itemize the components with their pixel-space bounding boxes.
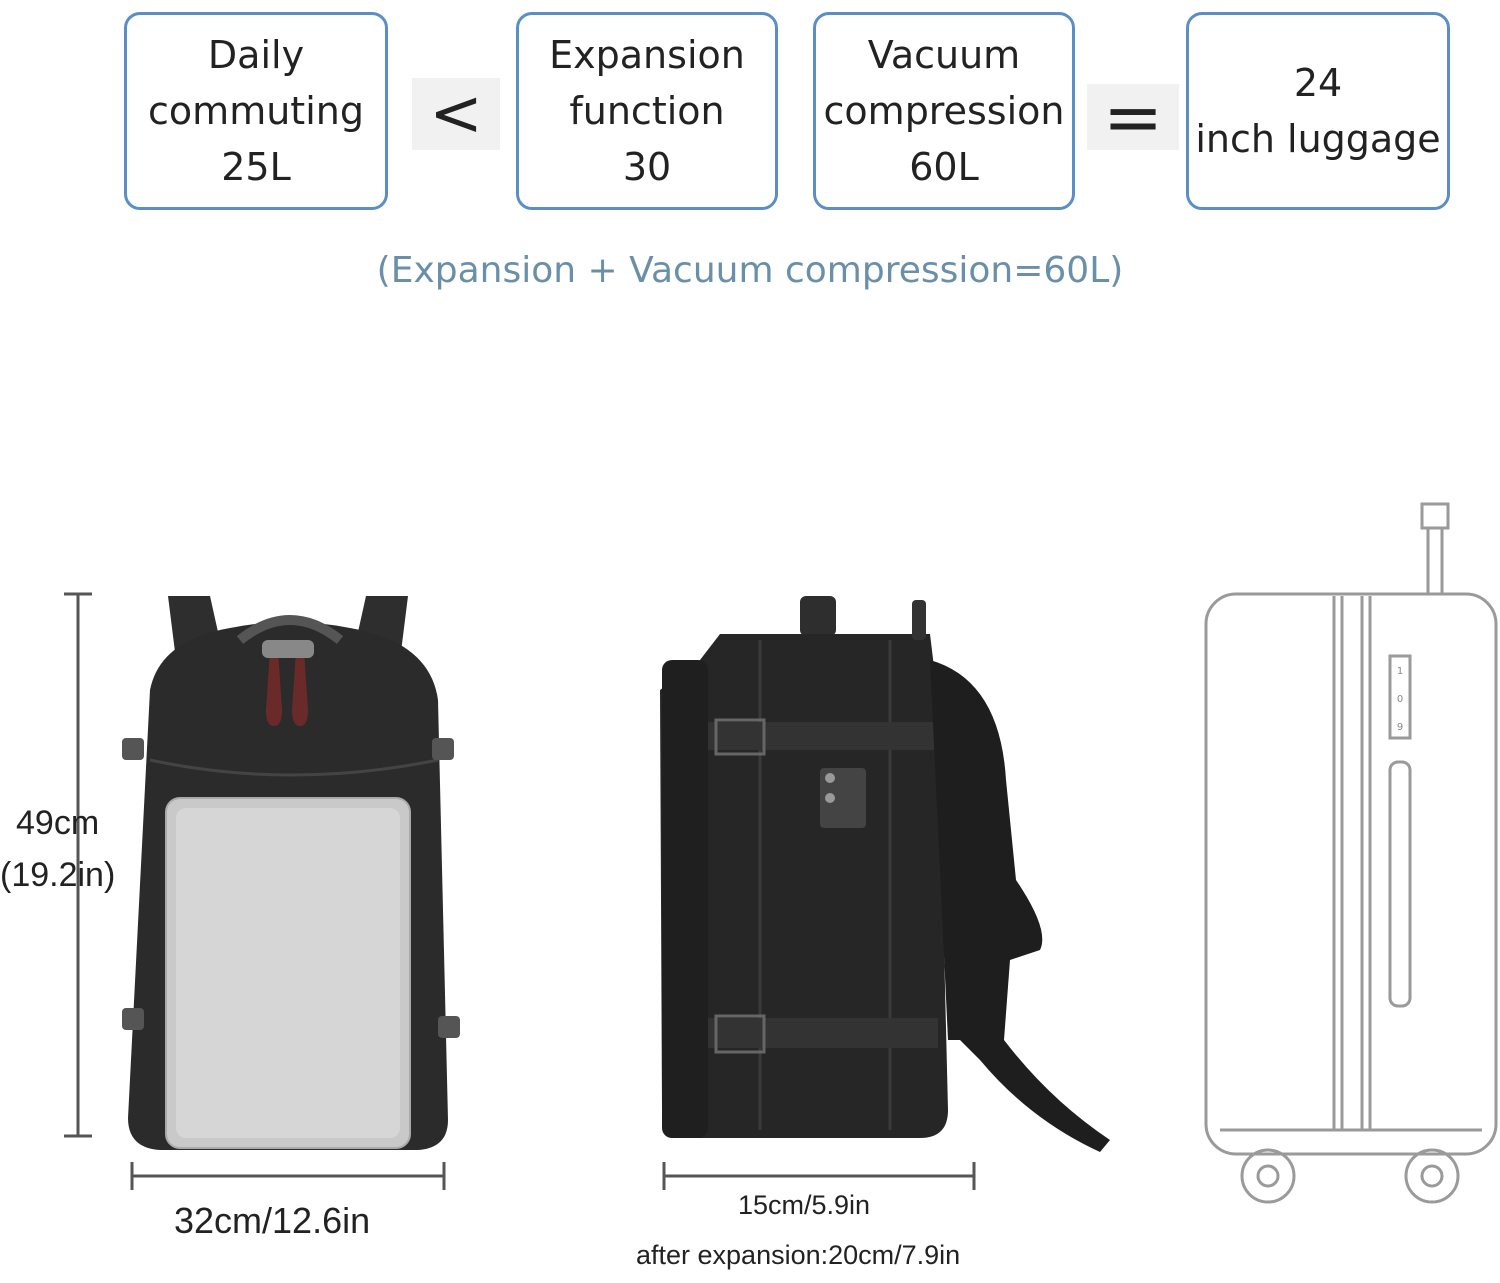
- suitcase-outline: [1204, 502, 1498, 1204]
- expansion-line1: Expansion: [549, 33, 745, 77]
- daily-line3: 25L: [221, 145, 291, 189]
- daily-commuting-box: Daily commuting 25L: [124, 12, 388, 210]
- vacuum-line2: compression: [823, 89, 1065, 133]
- lock-digits: 1 0 9: [1397, 666, 1403, 733]
- backpack-side-view: [660, 596, 1110, 1152]
- luggage-line2: inch luggage: [1195, 117, 1441, 161]
- width-label: 32cm/12.6in: [174, 1200, 371, 1241]
- height-cm-label: 49cm: [16, 804, 100, 842]
- lock-digit-1: 1: [1397, 666, 1403, 677]
- daily-line1: Daily: [207, 33, 305, 77]
- daily-line2: commuting: [148, 89, 364, 133]
- laptop-sleeve: [165, 797, 411, 1149]
- height-dimension-line: [64, 592, 92, 1138]
- height-in-label: (19.2in): [0, 856, 116, 894]
- expansion-line3: 30: [622, 145, 672, 189]
- lock-digit-2: 0: [1397, 694, 1403, 705]
- expansion-function-box: Expansion function 30: [516, 12, 778, 210]
- vacuum-line1: Vacuum: [867, 33, 1021, 77]
- equals-sign: =: [1087, 75, 1179, 159]
- less-than-sign: <: [412, 77, 500, 151]
- depth-dimension-line: [662, 1162, 976, 1190]
- width-dimension-line: [130, 1162, 446, 1190]
- expansion-line2: function: [569, 89, 725, 133]
- vacuum-line3: 60L: [909, 145, 979, 189]
- luggage-line1: 24: [1293, 61, 1343, 105]
- capacity-note: (Expansion + Vacuum compression=60L): [376, 250, 1124, 291]
- vacuum-compression-box: Vacuum compression 60L: [813, 12, 1075, 210]
- luggage-box: 24 inch luggage: [1186, 12, 1450, 210]
- depth-expanded-label: after expansion:20cm/7.9in: [636, 1240, 961, 1270]
- lock-digit-3: 9: [1397, 722, 1403, 733]
- depth-label: 15cm/5.9in: [738, 1190, 871, 1220]
